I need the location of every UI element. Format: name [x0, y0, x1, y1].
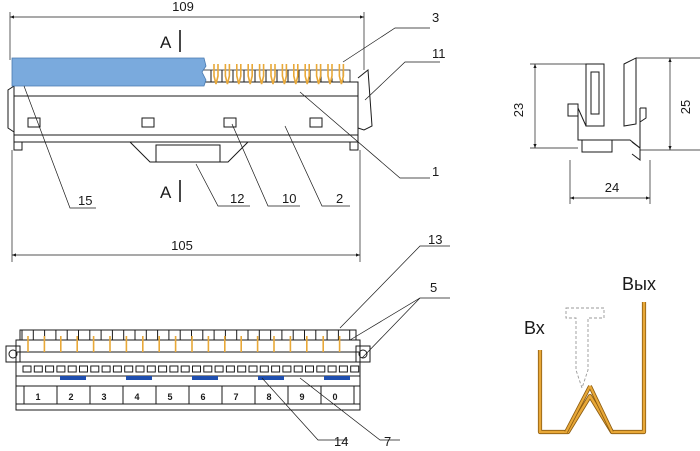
top-contact	[327, 64, 333, 85]
side-view	[530, 57, 700, 204]
pair-number: 1	[35, 392, 40, 402]
front-window	[180, 365, 190, 373]
front-window	[192, 365, 201, 373]
dim-105: 105	[171, 238, 193, 253]
front-window	[158, 365, 168, 373]
label-input: Вх	[524, 318, 545, 338]
front-window	[112, 365, 122, 373]
callout-1: 1	[432, 164, 439, 179]
front-window	[169, 365, 179, 373]
top-contact	[258, 64, 265, 85]
front-window	[259, 365, 269, 373]
top-leaders	[23, 27, 440, 209]
pair-markers	[60, 376, 350, 380]
pair-number: 9	[299, 392, 304, 402]
front-window	[45, 365, 55, 373]
pair-marker	[60, 376, 86, 380]
pair-numbers: 1 2 3 4 5 6 7 8 9 0	[35, 392, 337, 402]
callout-7: 7	[384, 434, 391, 449]
top-contact	[236, 64, 242, 85]
callout-12: 12	[230, 191, 244, 206]
top-contacts	[213, 64, 345, 85]
front-window	[33, 365, 43, 373]
dim-109: 109	[172, 0, 194, 14]
top-contact	[338, 64, 345, 85]
dim-25: 25	[678, 100, 693, 114]
label-output: Вых	[622, 274, 656, 294]
callout-15: 15	[78, 193, 92, 208]
callout-2: 2	[336, 191, 343, 206]
front-window	[237, 365, 247, 373]
pair-number: 3	[101, 392, 106, 402]
front-window	[135, 365, 145, 373]
callout-13: 13	[428, 232, 442, 247]
callout-5: 5	[430, 280, 437, 295]
pair-number: 6	[200, 392, 205, 402]
front-window	[305, 365, 314, 373]
top-cover-highlight	[11, 57, 207, 87]
section-mark-bottom: A	[160, 183, 172, 202]
front-window	[101, 365, 111, 373]
contact-diagram	[537, 302, 647, 435]
front-window	[22, 365, 32, 373]
front-window	[293, 365, 303, 373]
front-view	[5, 329, 371, 411]
front-leaders	[261, 245, 450, 441]
section-mark-top: A	[160, 33, 172, 52]
top-contact	[247, 64, 253, 85]
top-contact	[213, 64, 219, 85]
top-contact	[293, 64, 299, 85]
pair-marker	[192, 376, 218, 380]
callout-14: 14	[334, 434, 348, 449]
pair-number: 8	[266, 392, 271, 402]
front-window	[350, 365, 360, 373]
pair-marker	[126, 376, 152, 380]
pair-number: 7	[233, 392, 238, 402]
callout-10: 10	[282, 191, 296, 206]
front-window	[56, 365, 66, 373]
top-contact	[270, 64, 276, 85]
pair-number: 4	[134, 392, 139, 402]
front-window	[248, 365, 258, 373]
pair-marker	[324, 376, 350, 380]
front-window	[316, 365, 326, 373]
dim-24: 24	[605, 180, 619, 195]
front-window	[146, 365, 156, 373]
front-window	[225, 365, 235, 373]
pair-number: 5	[167, 392, 172, 402]
top-contact	[315, 64, 322, 85]
top-contact	[281, 64, 288, 85]
front-contacts	[27, 336, 341, 352]
callout-3: 3	[432, 10, 439, 25]
front-window	[214, 365, 224, 373]
front-window	[327, 365, 337, 373]
bottom-dim	[11, 150, 361, 262]
callout-11: 11	[432, 46, 446, 61]
front-window	[203, 365, 213, 373]
pair-number: 0	[332, 392, 337, 402]
top-contact	[224, 64, 231, 85]
top-contact	[304, 64, 310, 85]
front-window	[338, 365, 348, 373]
front-window	[67, 365, 77, 373]
pair-marker	[258, 376, 284, 380]
front-window	[124, 365, 134, 373]
front-window	[90, 365, 100, 373]
front-window	[282, 365, 292, 373]
front-window	[79, 365, 88, 373]
dim-23: 23	[511, 103, 526, 117]
pair-number: 2	[68, 392, 73, 402]
front-window	[271, 365, 281, 373]
